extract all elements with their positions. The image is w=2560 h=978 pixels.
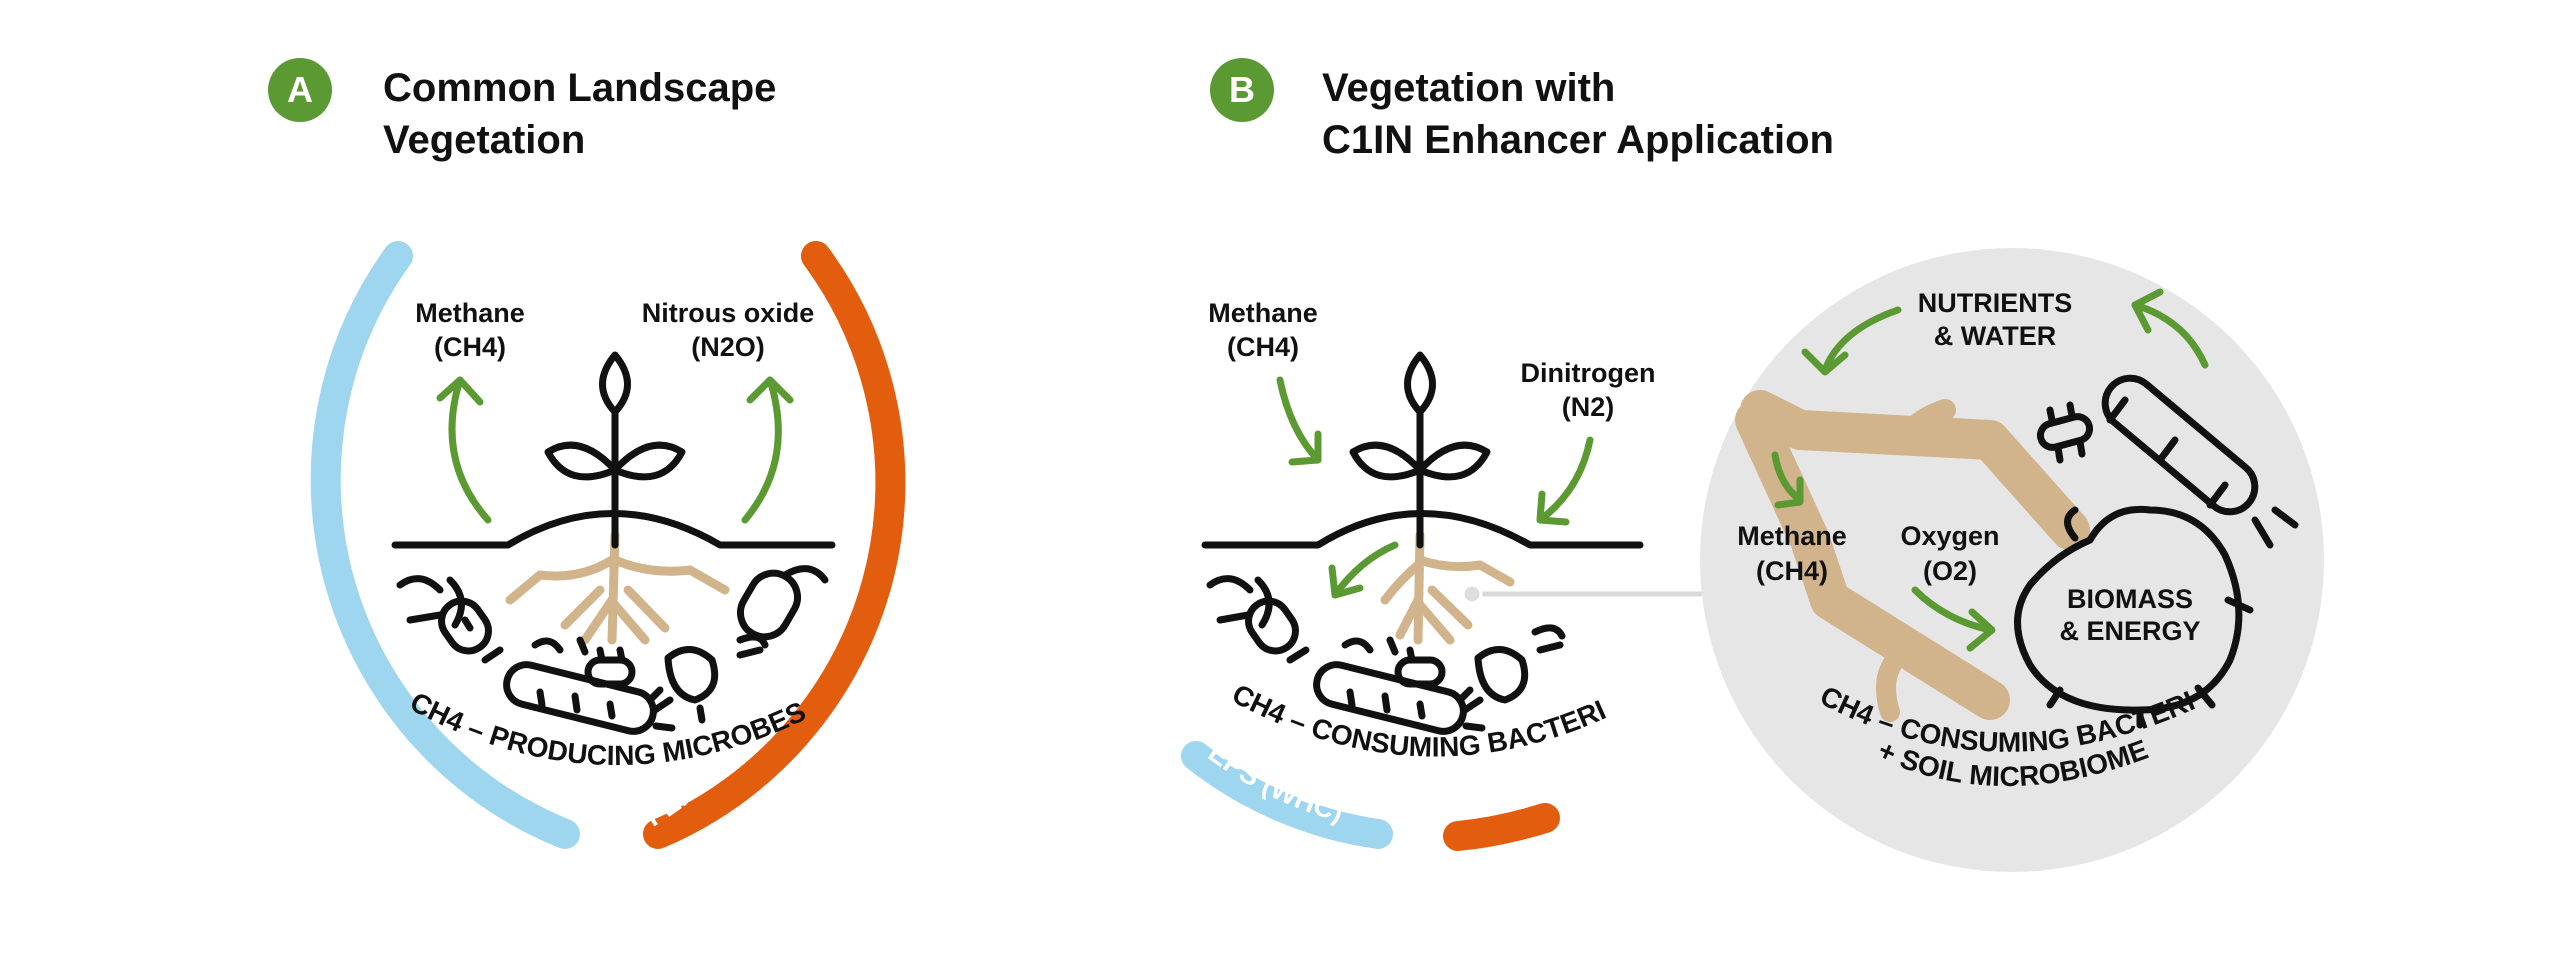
zoom-methane-formula: (CH4) <box>1756 556 1828 586</box>
plant-roots-a <box>505 530 730 645</box>
methane-emission-arrow-a <box>436 376 492 524</box>
panel-b-title-line2: C1IN Enhancer Application <box>1322 118 1834 162</box>
nitrous-oxide-label: Nitrous oxide <box>642 298 815 328</box>
nitrous-oxide-emission-arrow <box>741 376 794 524</box>
panel-a-title-line2: Vegetation <box>383 118 586 162</box>
panel-a-diagram: WATER FERTILIZERS Methane (CH4) Nitrous … <box>310 241 906 849</box>
fertilizer-stub <box>1443 803 1560 851</box>
methane-label-a: Methane <box>415 298 525 328</box>
methane-formula-b: (CH4) <box>1227 332 1299 362</box>
plant-roots-b <box>1380 530 1515 645</box>
water-label: & WATER <box>1934 321 2057 351</box>
microbes-a <box>396 565 829 735</box>
panel-b-diagram: EPS (WHC) Methane (CH4) Dinitrogen (N2) <box>0 0 1720 851</box>
zoom-circle: NUTRIENTS & WATER Methane (CH4) Oxygen (… <box>0 0 2324 872</box>
methane-absorb-arrow-b <box>1276 376 1322 466</box>
nutrients-label: NUTRIENTS <box>1918 288 2073 318</box>
oxygen-arrow <box>1911 586 1996 652</box>
biomass-bacterium <box>2014 505 2254 729</box>
oxygen-label: Oxygen <box>1900 521 1999 551</box>
panel-b-title: Vegetation with C1IN Enhancer Applicatio… <box>1322 62 1834 166</box>
zoom-connector-dot <box>1461 583 1483 605</box>
biomass-label: BIOMASS <box>2067 584 2193 614</box>
panel-b-title-line1: Vegetation with <box>1322 66 1616 110</box>
plant-icon-a <box>544 351 686 549</box>
plant-icon-b <box>1349 351 1491 549</box>
zoom-methane-label: Methane <box>1737 521 1847 551</box>
small-bacterium <box>2036 401 2094 464</box>
panel-b-badge: B <box>1210 58 1274 122</box>
energy-label: & ENERGY <box>2059 616 2200 646</box>
methane-into-soil-arrow <box>1328 541 1399 599</box>
oxygen-formula: (O2) <box>1923 556 1977 586</box>
eps-arc <box>1181 741 1393 849</box>
chain-bacterium <box>2101 374 2299 549</box>
dinitrogen-absorb-arrow <box>1536 436 1594 526</box>
fertilizer-arc <box>643 241 906 849</box>
dinitrogen-formula: (N2) <box>1562 392 1615 422</box>
nutrients-arrow-left <box>1801 306 1902 376</box>
methane-formula-a: (CH4) <box>434 332 506 362</box>
nutrients-arrow-right <box>2131 288 2209 369</box>
methane-label-b: Methane <box>1208 298 1318 328</box>
dinitrogen-label: Dinitrogen <box>1521 358 1656 388</box>
zoom-methane-arrow <box>1771 451 1804 509</box>
nitrous-oxide-formula: (N2O) <box>691 332 765 362</box>
panel-a-title-line1: Common Landscape <box>383 66 777 110</box>
bacteria-b <box>1206 575 1566 735</box>
panel-a-title: Common Landscape Vegetation <box>383 62 776 166</box>
water-arc <box>310 241 580 849</box>
panel-a-badge: A <box>268 58 332 122</box>
